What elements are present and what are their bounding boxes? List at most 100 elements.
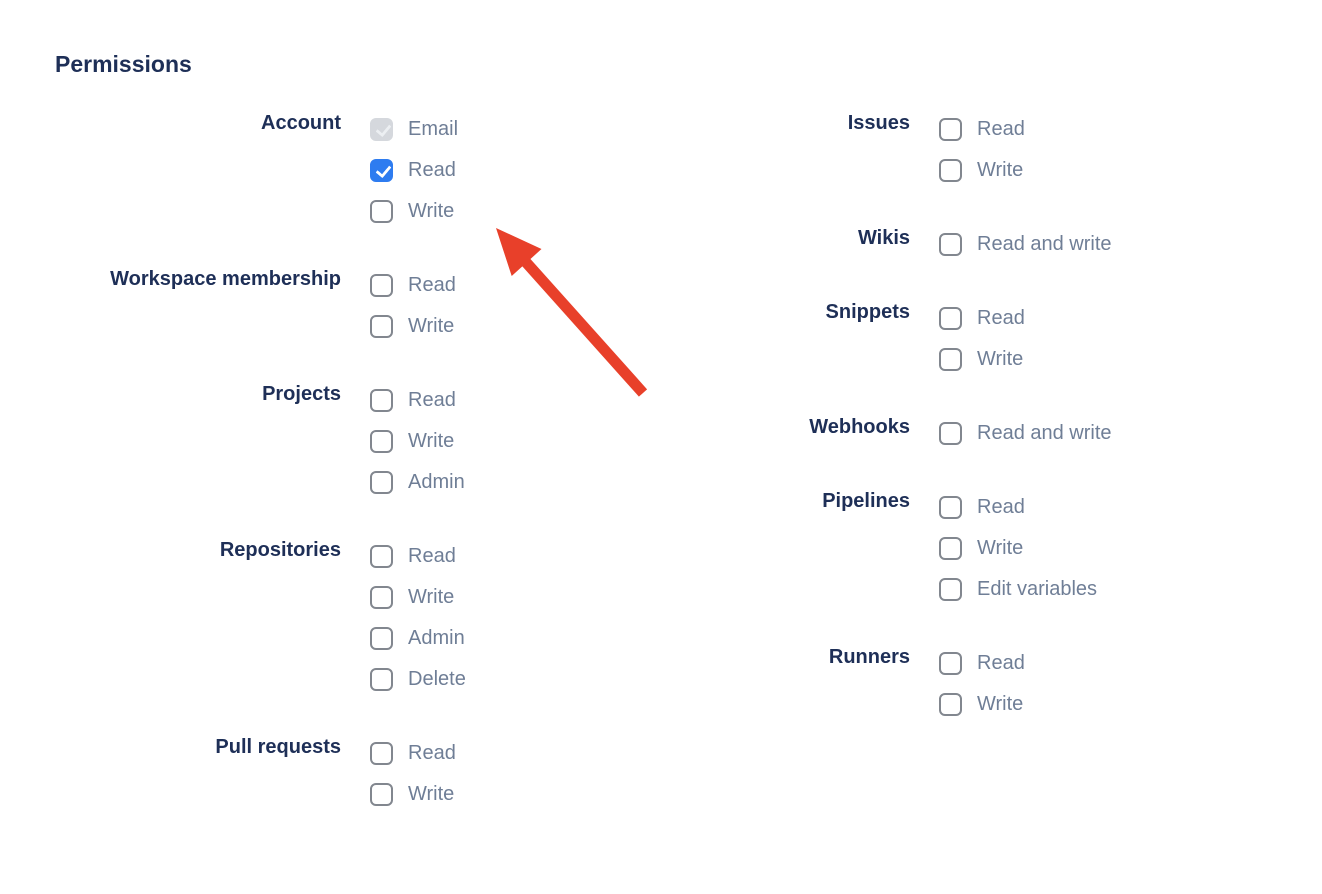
permissions-columns: Account Email Read Write xyxy=(55,112,1322,853)
pipelines-edit-variables-row[interactable]: Edit variables xyxy=(939,578,1097,601)
snippets-read-label: Read xyxy=(977,307,1025,329)
issues-read-checkbox[interactable] xyxy=(939,118,962,141)
repositories-admin-row[interactable]: Admin xyxy=(370,627,466,650)
issues-write-row[interactable]: Write xyxy=(939,159,1025,182)
account-write-row[interactable]: Write xyxy=(370,200,458,223)
snippets-write-label: Write xyxy=(977,348,1024,370)
projects-admin-label: Admin xyxy=(408,471,465,493)
issues-read-row[interactable]: Read xyxy=(939,118,1025,141)
runners-read-row[interactable]: Read xyxy=(939,652,1025,675)
pipelines-write-checkbox[interactable] xyxy=(939,537,962,560)
repositories-read-checkbox[interactable] xyxy=(370,545,393,568)
wikis-read-and-write-row[interactable]: Read and write xyxy=(939,233,1112,256)
projects-read-label: Read xyxy=(408,389,456,411)
webhooks-read-and-write-row[interactable]: Read and write xyxy=(939,422,1112,445)
snippets-read-checkbox[interactable] xyxy=(939,307,962,330)
projects-write-row[interactable]: Write xyxy=(370,430,465,453)
workspace-membership-write-label: Write xyxy=(408,315,455,337)
pull-requests-write-row[interactable]: Write xyxy=(370,783,456,806)
webhooks-read-and-write-checkbox[interactable] xyxy=(939,422,962,445)
pipelines-read-label: Read xyxy=(977,496,1025,518)
pull-requests-read-checkbox[interactable] xyxy=(370,742,393,765)
projects-read-checkbox[interactable] xyxy=(370,389,393,412)
issues-read-label: Read xyxy=(977,118,1025,140)
wikis-read-and-write-label: Read and write xyxy=(977,233,1112,255)
workspace-membership-write-checkbox[interactable] xyxy=(370,315,393,338)
pipelines-edit-variables-label: Edit variables xyxy=(977,578,1098,600)
pipelines-read-row[interactable]: Read xyxy=(939,496,1097,519)
pipelines-write-row[interactable]: Write xyxy=(939,537,1097,560)
runners-read-checkbox[interactable] xyxy=(939,652,962,675)
permission-group-pull-requests: Pull requests Read Write xyxy=(55,736,705,824)
group-label-account: Account xyxy=(261,112,341,134)
permissions-panel: Permissions Account Email Read xyxy=(0,50,1322,853)
group-label-pipelines: Pipelines xyxy=(822,490,910,512)
workspace-membership-read-checkbox[interactable] xyxy=(370,274,393,297)
account-email-checkbox xyxy=(370,118,393,141)
account-email-row: Email xyxy=(370,118,458,141)
workspace-membership-write-row[interactable]: Write xyxy=(370,315,456,338)
workspace-membership-read-label: Read xyxy=(408,274,456,296)
group-label-workspace-membership: Workspace membership xyxy=(110,268,341,290)
group-label-snippets: Snippets xyxy=(825,301,910,323)
repositories-admin-label: Admin xyxy=(408,627,465,649)
permission-group-workspace-membership: Workspace membership Read Write xyxy=(55,268,705,356)
repositories-read-row[interactable]: Read xyxy=(370,545,466,568)
repositories-write-label: Write xyxy=(408,586,455,608)
projects-admin-checkbox[interactable] xyxy=(370,471,393,494)
permission-group-issues: Issues Read Write xyxy=(705,112,1322,200)
repositories-write-row[interactable]: Write xyxy=(370,586,466,609)
projects-write-checkbox[interactable] xyxy=(370,430,393,453)
pipelines-read-checkbox[interactable] xyxy=(939,496,962,519)
group-label-projects: Projects xyxy=(262,383,341,405)
group-label-repositories: Repositories xyxy=(219,539,341,561)
account-read-label: Read xyxy=(408,159,456,181)
group-label-issues: Issues xyxy=(847,112,910,134)
group-label-pull-requests: Pull requests xyxy=(215,736,341,758)
pull-requests-write-checkbox[interactable] xyxy=(370,783,393,806)
repositories-admin-checkbox[interactable] xyxy=(370,627,393,650)
permission-group-runners: Runners Read Write xyxy=(705,646,1322,734)
issues-write-checkbox[interactable] xyxy=(939,159,962,182)
projects-admin-row[interactable]: Admin xyxy=(370,471,465,494)
group-label-runners: Runners xyxy=(828,646,910,668)
pull-requests-read-row[interactable]: Read xyxy=(370,742,456,765)
repositories-delete-row[interactable]: Delete xyxy=(370,668,466,691)
pipelines-write-label: Write xyxy=(977,537,1024,559)
snippets-write-row[interactable]: Write xyxy=(939,348,1025,371)
permission-group-account: Account Email Read Write xyxy=(55,112,705,241)
repositories-write-checkbox[interactable] xyxy=(370,586,393,609)
projects-write-label: Write xyxy=(408,430,455,452)
permissions-column-right: Issues Read Write Wikis xyxy=(705,112,1322,853)
pull-requests-read-label: Read xyxy=(408,742,456,764)
repositories-delete-label: Delete xyxy=(408,668,466,690)
permissions-column-left: Account Email Read Write xyxy=(55,112,705,853)
account-email-label: Email xyxy=(408,118,459,140)
runners-write-row[interactable]: Write xyxy=(939,693,1025,716)
permission-group-webhooks: Webhooks Read and write xyxy=(705,416,1322,463)
permission-group-snippets: Snippets Read Write xyxy=(705,301,1322,389)
page-title: Permissions xyxy=(55,51,192,77)
permission-group-pipelines: Pipelines Read Write Edit variables xyxy=(705,490,1322,619)
account-read-row[interactable]: Read xyxy=(370,159,458,182)
group-label-webhooks: Webhooks xyxy=(809,416,910,438)
runners-read-label: Read xyxy=(977,652,1025,674)
repositories-read-label: Read xyxy=(408,545,456,567)
account-write-checkbox[interactable] xyxy=(370,200,393,223)
snippets-write-checkbox[interactable] xyxy=(939,348,962,371)
runners-write-checkbox[interactable] xyxy=(939,693,962,716)
permission-group-repositories: Repositories Read Write Admin xyxy=(55,539,705,709)
permission-group-projects: Projects Read Write Admin xyxy=(55,383,705,512)
workspace-membership-read-row[interactable]: Read xyxy=(370,274,456,297)
pull-requests-write-label: Write xyxy=(408,783,455,805)
account-read-checkbox[interactable] xyxy=(370,159,393,182)
repositories-delete-checkbox[interactable] xyxy=(370,668,393,691)
wikis-read-and-write-checkbox[interactable] xyxy=(939,233,962,256)
permission-group-wikis: Wikis Read and write xyxy=(705,227,1322,274)
issues-write-label: Write xyxy=(977,159,1024,181)
webhooks-read-and-write-label: Read and write xyxy=(977,422,1112,444)
snippets-read-row[interactable]: Read xyxy=(939,307,1025,330)
runners-write-label: Write xyxy=(977,693,1024,715)
pipelines-edit-variables-checkbox[interactable] xyxy=(939,578,962,601)
projects-read-row[interactable]: Read xyxy=(370,389,465,412)
